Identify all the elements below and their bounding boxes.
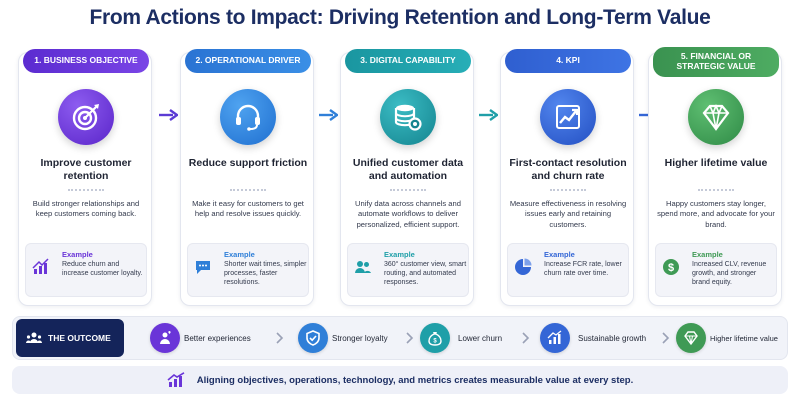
target-icon [58,89,114,145]
outcome-item: $ Lower churn [420,323,502,353]
outcome-item: Higher lifetime value [676,323,778,353]
step-card-business-objective: 1. BUSINESS OBJECTIVE Improve customer r… [18,49,152,306]
outcome-text: Sustainable growth [578,333,647,343]
step-label: 4. KPI [505,49,631,73]
footer-banner: Aligning objectives, operations, technol… [12,366,788,394]
example-label: Example [62,250,93,259]
chat-bubble-icon [196,261,210,274]
step-card-digital-capability: 3. DIGITAL CAPABILITY Unified customer d… [340,49,474,306]
database-gear-icon [380,89,436,145]
growth-chart-icon [32,258,49,274]
step-card-financial-value: 5. FINANCIAL OR STRATEGIC VALUE Higher l… [648,47,782,306]
divider [698,189,734,191]
step-label: 2. OPERATIONAL DRIVER [185,49,311,73]
example-label: Example [544,250,575,259]
team-icon [26,332,42,343]
outcome-text: Lower churn [458,333,503,343]
money-bag-icon: $ [420,323,450,353]
arrow-right-icon [319,109,338,121]
footer-text: Aligning objectives, operations, technol… [196,374,634,386]
step-label: 1. BUSINESS OBJECTIVE [23,49,149,73]
example-label: Example [224,250,255,259]
dollar-coin-icon: $ [663,259,679,275]
step-title: Unified customer data and automation [352,157,464,183]
step-title: First-contact resolution and churn rate [509,157,627,183]
outcome-label: THE OUTCOME [16,319,124,357]
arrow-right-icon [479,109,498,121]
users-icon [355,261,371,273]
chevron-right-icon [662,332,670,344]
growth-chart-icon [540,323,570,353]
outcome-text: Better experiences [184,333,251,343]
outcome-text: Stronger loyalty [332,333,388,343]
example-box: Example Increase FCR rate, lower churn r… [507,243,629,297]
divider [68,189,104,191]
headset-icon [220,89,276,145]
divider [230,189,266,191]
outcome-item: Sustainable growth [540,323,646,353]
example-box: Example Reduce churn and increase custom… [25,243,147,297]
step-description: Unify data across channels and automate … [355,199,461,229]
svg-text:$: $ [668,262,674,274]
example-text: Increased CLV, revenue growth, and stron… [692,261,767,287]
step-label: 5. FINANCIAL OR STRATEGIC VALUE [653,47,779,77]
step-description: Build stronger relationships and keep cu… [32,199,140,219]
shield-check-icon [298,323,328,353]
growth-chart-icon [167,372,185,387]
pie-chart-icon [515,258,532,275]
chevron-right-icon [522,332,530,344]
chevron-right-icon [406,332,414,344]
example-box: $ Example Increased CLV, revenue growth,… [655,243,777,297]
example-text: Increase FCR rate, lower churn rate over… [544,261,622,278]
outcome-label-text: THE OUTCOME [48,333,111,343]
outcome-text: Higher lifetime value [710,333,778,343]
step-title: Reduce support friction [188,157,308,169]
step-description: Measure effectiveness in resolving issue… [509,199,627,229]
example-box: Example 360° customer view, smart routin… [347,243,469,297]
step-title: Higher lifetime value [664,157,768,169]
step-title: Improve customer retention [40,157,132,183]
divider [390,189,426,191]
step-description: Happy customers stay longer, spend more,… [657,199,775,229]
step-label: 3. DIGITAL CAPABILITY [345,49,471,73]
divider [550,189,586,191]
step-card-kpi: 4. KPI First-contact resolution and chur… [500,49,634,306]
example-text: 360° customer view, smart routing, and a… [384,261,467,287]
example-text: Shorter wait times, simpler processes, f… [224,261,307,287]
diamond-icon [688,89,744,145]
chevron-right-icon [276,332,284,344]
example-text: Reduce churn and increase customer loyal… [62,261,143,278]
diamond-icon [676,323,706,353]
example-box: Example Shorter wait times, simpler proc… [187,243,309,297]
svg-text:$: $ [433,339,437,345]
step-description: Make it easy for customers to get help a… [192,199,304,219]
people-heart-icon [150,323,180,353]
arrow-right-icon [159,109,178,121]
trend-chart-icon [540,89,596,145]
example-label: Example [692,250,723,259]
outcome-item: Better experiences [150,323,251,353]
step-card-operational-driver: 2. OPERATIONAL DRIVER Reduce support fri… [180,49,314,306]
page-title: From Actions to Impact: Driving Retentio… [89,6,711,29]
example-label: Example [384,250,415,259]
outcome-band [12,316,788,360]
outcome-item: Stronger loyalty [298,323,388,353]
